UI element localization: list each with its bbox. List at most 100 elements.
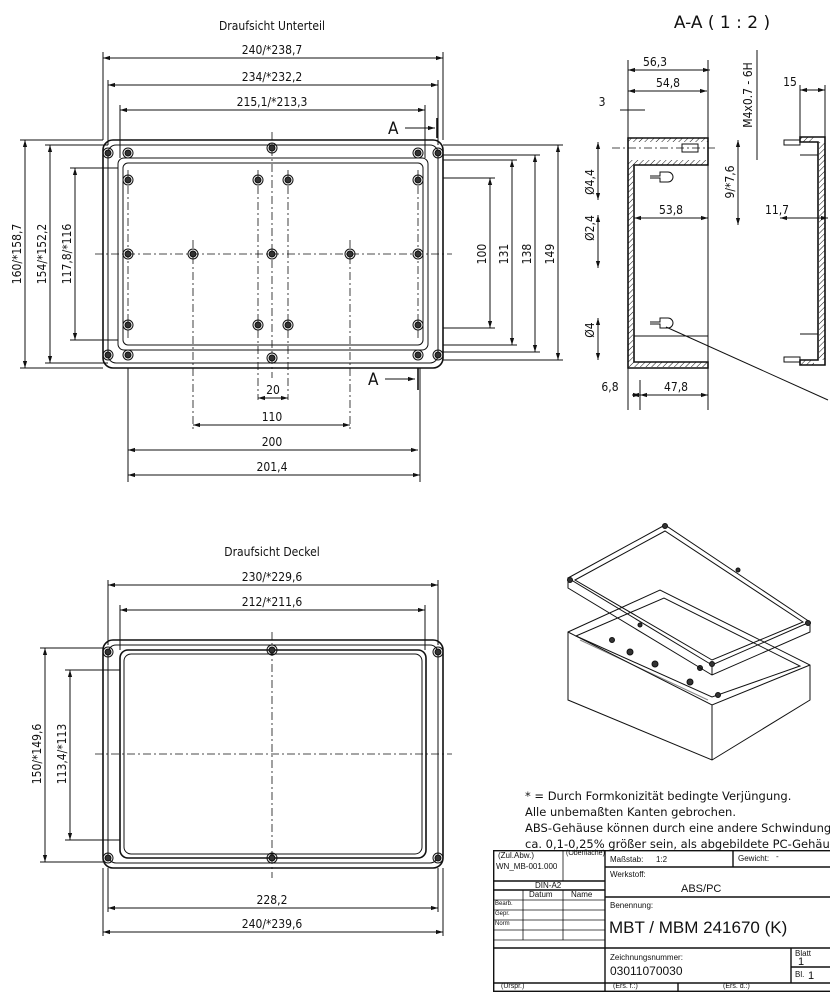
title-block: (Zul.Abw.) (Oberfläche) WN_MB-001.000 DI… <box>493 850 830 992</box>
dimension-label: 200 <box>262 435 283 449</box>
gewicht-value: - <box>776 852 779 861</box>
dimension: Ø4,4 <box>583 142 601 200</box>
dimension-label: Ø2,4 <box>583 215 597 241</box>
zeichnungsnummer-label: Zeichnungsnummer: <box>610 953 683 962</box>
dimension-label: 15 <box>783 75 797 89</box>
boss-hole-icon <box>266 142 278 154</box>
dimension: 240/*239,6 <box>103 917 443 935</box>
section-a-a: A-A ( 1 : 2 ) 56,3 54,8Ø4,4Ø2,4Ø4 9/*7,6 53… <box>583 13 829 410</box>
dimension: 117,8/*116 <box>60 168 78 340</box>
dimension: 54,8 <box>628 76 707 94</box>
dimension-label: 160/*158,7 <box>10 224 24 285</box>
dimension-label: 117,8/*116 <box>60 224 74 285</box>
gewicht-label: Gewicht: <box>738 854 770 863</box>
werkstoff-value: ABS/PC <box>681 883 722 895</box>
dimension: 240/*238,7 <box>103 43 443 61</box>
note-conicity: * = Durch Formkonizität bedingte Verjüng… <box>525 789 792 803</box>
werkstoff-label: Werkstoff: <box>610 870 646 879</box>
boss-hole-icon <box>187 248 199 260</box>
boss-hole-icon <box>122 147 134 159</box>
zul-abw-value: WN_MB-001.000 <box>496 862 558 871</box>
dimension-label: M4x0.7 - 6H <box>741 62 755 127</box>
dimension: Ø4 <box>583 318 601 360</box>
dimension-label: 131 <box>497 244 511 265</box>
ers-d-label: (Ers. d.:) <box>723 983 750 990</box>
dimension: 47,8 <box>640 380 708 398</box>
blatt-label: Blatt <box>795 949 812 958</box>
boss-hole-icon <box>102 349 114 361</box>
section-title: A-A ( 1 : 2 ) <box>674 13 770 33</box>
boss-hole-icon <box>412 349 424 361</box>
dimension-label: 150/*149,6 <box>30 724 44 785</box>
dimension: 201,4 <box>128 460 420 478</box>
boss-hole-icon <box>252 174 264 186</box>
dimension: 9/*7,6 <box>723 140 741 225</box>
dimension-label: 3 <box>599 95 606 109</box>
boss-hole-icon <box>102 646 114 658</box>
dimension-label: 53,8 <box>659 203 683 217</box>
dimension-label: 110 <box>262 410 283 424</box>
dimension-label: 240/*238,7 <box>242 43 303 57</box>
dimension: 215,1/*213,3 <box>120 95 425 113</box>
boss-hole-icon <box>266 644 278 656</box>
dimension-label: 47,8 <box>664 380 688 394</box>
dimension-label: 201,4 <box>257 460 288 474</box>
dimension: 11,7 <box>765 203 828 221</box>
boss-hole-icon <box>412 319 424 331</box>
dimension-label: 228,2 <box>257 893 288 907</box>
bottom-top-view: Draufsicht Unterteil A A 240/*238,7234/*… <box>10 19 563 482</box>
dimension-label: 100 <box>475 244 489 265</box>
bearb-label: Bearb. <box>495 901 513 907</box>
dimension-label: 113,4/*113 <box>55 724 69 785</box>
dimension-label: Ø4 <box>583 322 597 337</box>
boss-hole-icon <box>266 248 278 260</box>
boss-hole-icon <box>266 852 278 864</box>
dimension: 53,8 <box>634 203 708 221</box>
boss-hole-icon <box>282 319 294 331</box>
dimension: 150/*149,6 <box>30 648 48 862</box>
dimension: 6,8 <box>601 380 640 398</box>
boss-hole-icon <box>344 248 356 260</box>
boss-hole-icon <box>432 147 444 159</box>
dimension: 234/*232,2 <box>108 70 438 88</box>
lid-top-view: Draufsicht Deckel 230/*229,6 212/*211,6 15… <box>30 545 452 936</box>
ers-f-label: (Ers. f.:) <box>613 983 638 990</box>
dimension: 230/*229,6 <box>108 570 438 588</box>
boss-holes <box>102 142 444 364</box>
boss-hole-icon <box>122 248 134 260</box>
bl-value: 1 <box>808 970 815 982</box>
dimension: 131 <box>497 160 515 345</box>
dimension: 200 <box>128 435 418 453</box>
dimension: 212/*211,6 <box>120 595 425 613</box>
boss-hole-icon <box>122 349 134 361</box>
boss-hole-icon <box>252 319 264 331</box>
dimension-label: 154/*152,2 <box>35 224 49 285</box>
boss-hole-icon <box>282 174 294 186</box>
dimension: 110 <box>193 410 350 428</box>
blatt-value: 1 <box>798 956 805 968</box>
view-title-unterteil: Draufsicht Unterteil <box>219 19 325 33</box>
dimension: 100 <box>475 178 493 328</box>
boss-hole-icon <box>122 174 134 186</box>
boss-hole-icon <box>122 319 134 331</box>
dimension-label: 54,8 <box>656 76 680 90</box>
note-abs-size: ca. 0,1-0,25% größer sein, als abgebilde… <box>525 837 830 851</box>
view-title-deckel: Draufsicht Deckel <box>224 545 319 559</box>
datum-label: Datum <box>529 890 553 899</box>
boss-hole-icon <box>102 852 114 864</box>
dimension-label: 149 <box>543 244 557 265</box>
dimension-label: 212/*211,6 <box>242 595 303 609</box>
dimension-label: 234/*232,2 <box>242 70 303 84</box>
boss-hole-icon <box>266 352 278 364</box>
boss-hole-icon <box>412 248 424 260</box>
dimension: 20 <box>258 383 288 401</box>
bl-label: Bl. <box>795 970 805 979</box>
section-mark-a-top: A <box>388 119 399 139</box>
dimension-label: 56,3 <box>643 55 667 69</box>
dimension: 154/*152,2 <box>35 145 53 363</box>
dimension: 56,3 <box>628 55 710 73</box>
dimension-label: 138 <box>520 244 534 265</box>
dimension-label: 215,1/*213,3 <box>237 95 308 109</box>
boss-hole-icon <box>432 349 444 361</box>
